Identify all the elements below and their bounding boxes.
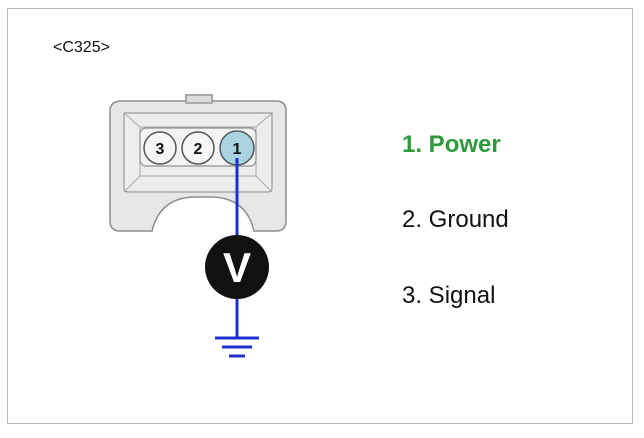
pin-2-number: 2 (194, 141, 203, 158)
pin-function-signal: 3. Signal (402, 282, 496, 309)
connector-latch (185, 94, 213, 104)
pin-1-number: 1 (233, 141, 242, 158)
voltmeter: V (205, 235, 269, 299)
connector-id-label: <C325> (53, 39, 110, 56)
pin-3: 3 (143, 131, 177, 165)
pin-function-ground: 2. Ground (402, 206, 509, 233)
connector-inner-bevel (123, 112, 273, 193)
voltmeter-symbol: V (223, 244, 251, 291)
pin-function-power: 1. Power (402, 131, 501, 158)
ground-icon (215, 336, 259, 358)
pin-3-number: 3 (156, 141, 165, 158)
pin-2: 2 (181, 131, 215, 165)
